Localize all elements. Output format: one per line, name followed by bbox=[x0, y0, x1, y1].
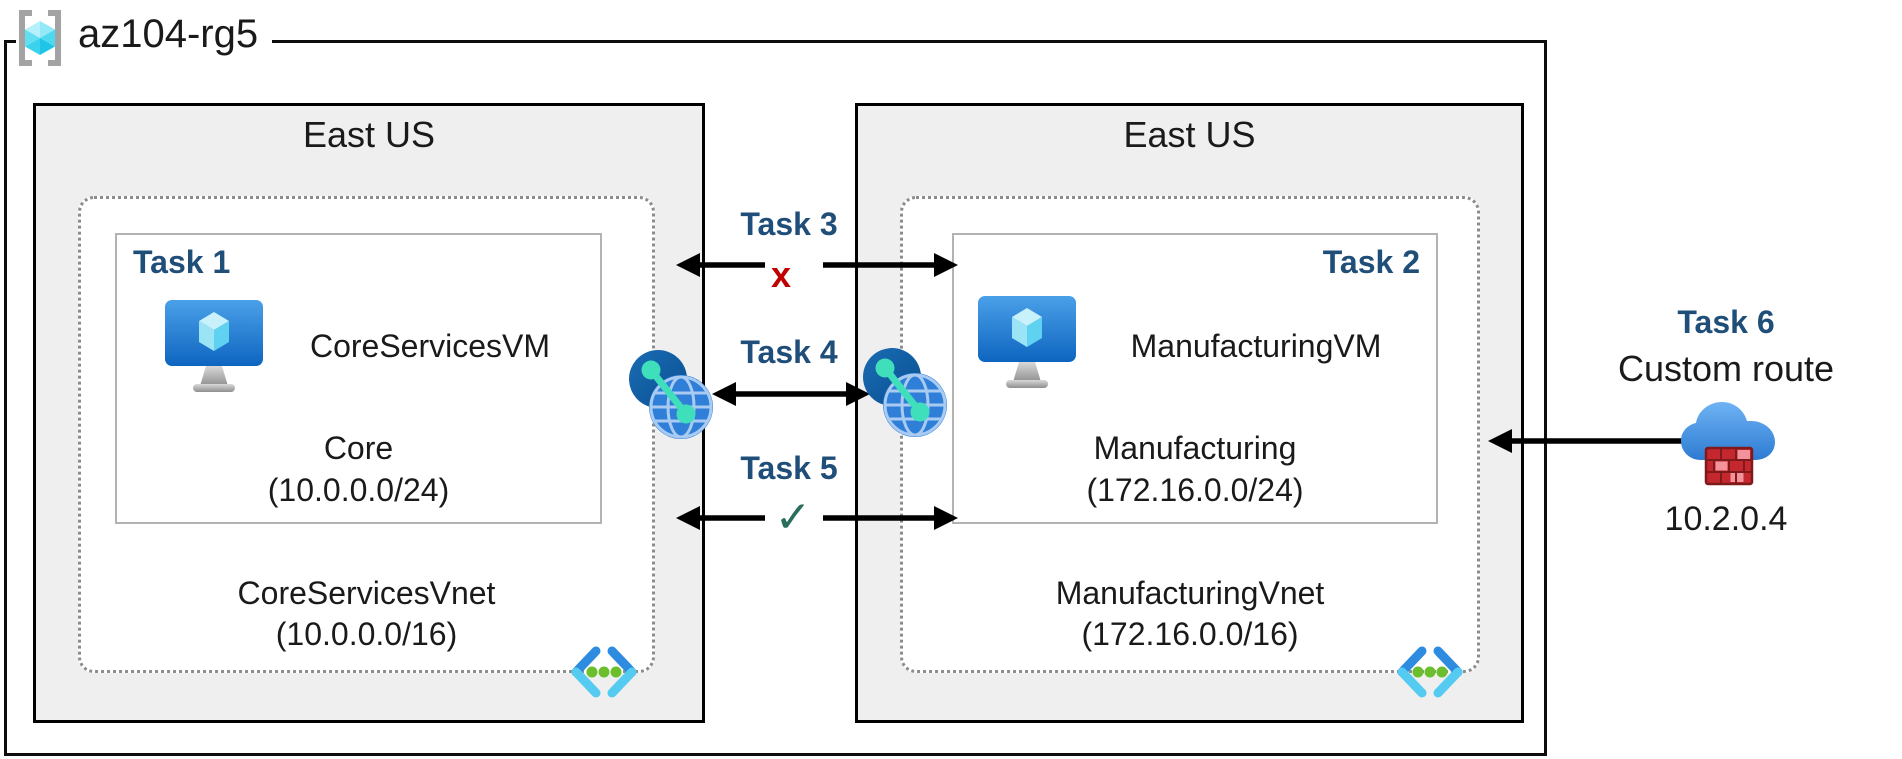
vnet-peering-icon-right bbox=[863, 348, 947, 437]
subnet-name-manufacturing: Manufacturing bbox=[1093, 430, 1297, 466]
vm-icon-coreservices bbox=[165, 300, 263, 392]
vm-name-coreservices: CoreServicesVM bbox=[309, 328, 551, 364]
resource-group-icon bbox=[19, 10, 61, 66]
vm-icon-manufacturing bbox=[978, 296, 1076, 388]
task1-label: Task 1 bbox=[133, 244, 231, 280]
task2-label: Task 2 bbox=[1322, 244, 1420, 280]
vnet-icon-left bbox=[571, 646, 637, 698]
vnet-peering-icon-left bbox=[629, 350, 713, 439]
custom-route-ip: 10.2.0.4 bbox=[1664, 500, 1788, 538]
resource-group-label-patch bbox=[16, 34, 272, 46]
task5-allowed-mark: ✓ bbox=[774, 493, 812, 542]
region-title-left: East US bbox=[302, 114, 436, 155]
vnet-name-manufacturing: ManufacturingVnet bbox=[1055, 575, 1325, 611]
vnet-icon-right bbox=[1397, 646, 1463, 698]
resource-group-box bbox=[4, 40, 1547, 756]
resource-group-name: az104-rg5 bbox=[78, 12, 259, 56]
subnet-cidr-manufacturing: (172.16.0.0/24) bbox=[1086, 472, 1304, 508]
region-title-right: East US bbox=[1123, 114, 1256, 155]
vnet-cidr-coreservices: (10.0.0.0/16) bbox=[275, 616, 458, 652]
subnet-cidr-core: (10.0.0.0/24) bbox=[267, 472, 450, 508]
task3-label: Task 3 bbox=[740, 206, 838, 242]
task5-label: Task 5 bbox=[740, 450, 838, 486]
vnet-cidr-manufacturing: (172.16.0.0/16) bbox=[1081, 616, 1299, 652]
vm-name-manufacturing: ManufacturingVM bbox=[1130, 328, 1382, 364]
subnet-box-core bbox=[115, 233, 602, 524]
task6-description: Custom route bbox=[1617, 348, 1835, 389]
task4-label: Task 4 bbox=[740, 334, 838, 370]
vnet-name-coreservices: CoreServicesVnet bbox=[237, 575, 496, 611]
task6-label: Task 6 bbox=[1677, 304, 1775, 340]
subnet-name-core: Core bbox=[323, 430, 394, 466]
task3-blocked-mark: x bbox=[770, 254, 792, 295]
cloud-firewall-icon bbox=[1681, 402, 1775, 486]
